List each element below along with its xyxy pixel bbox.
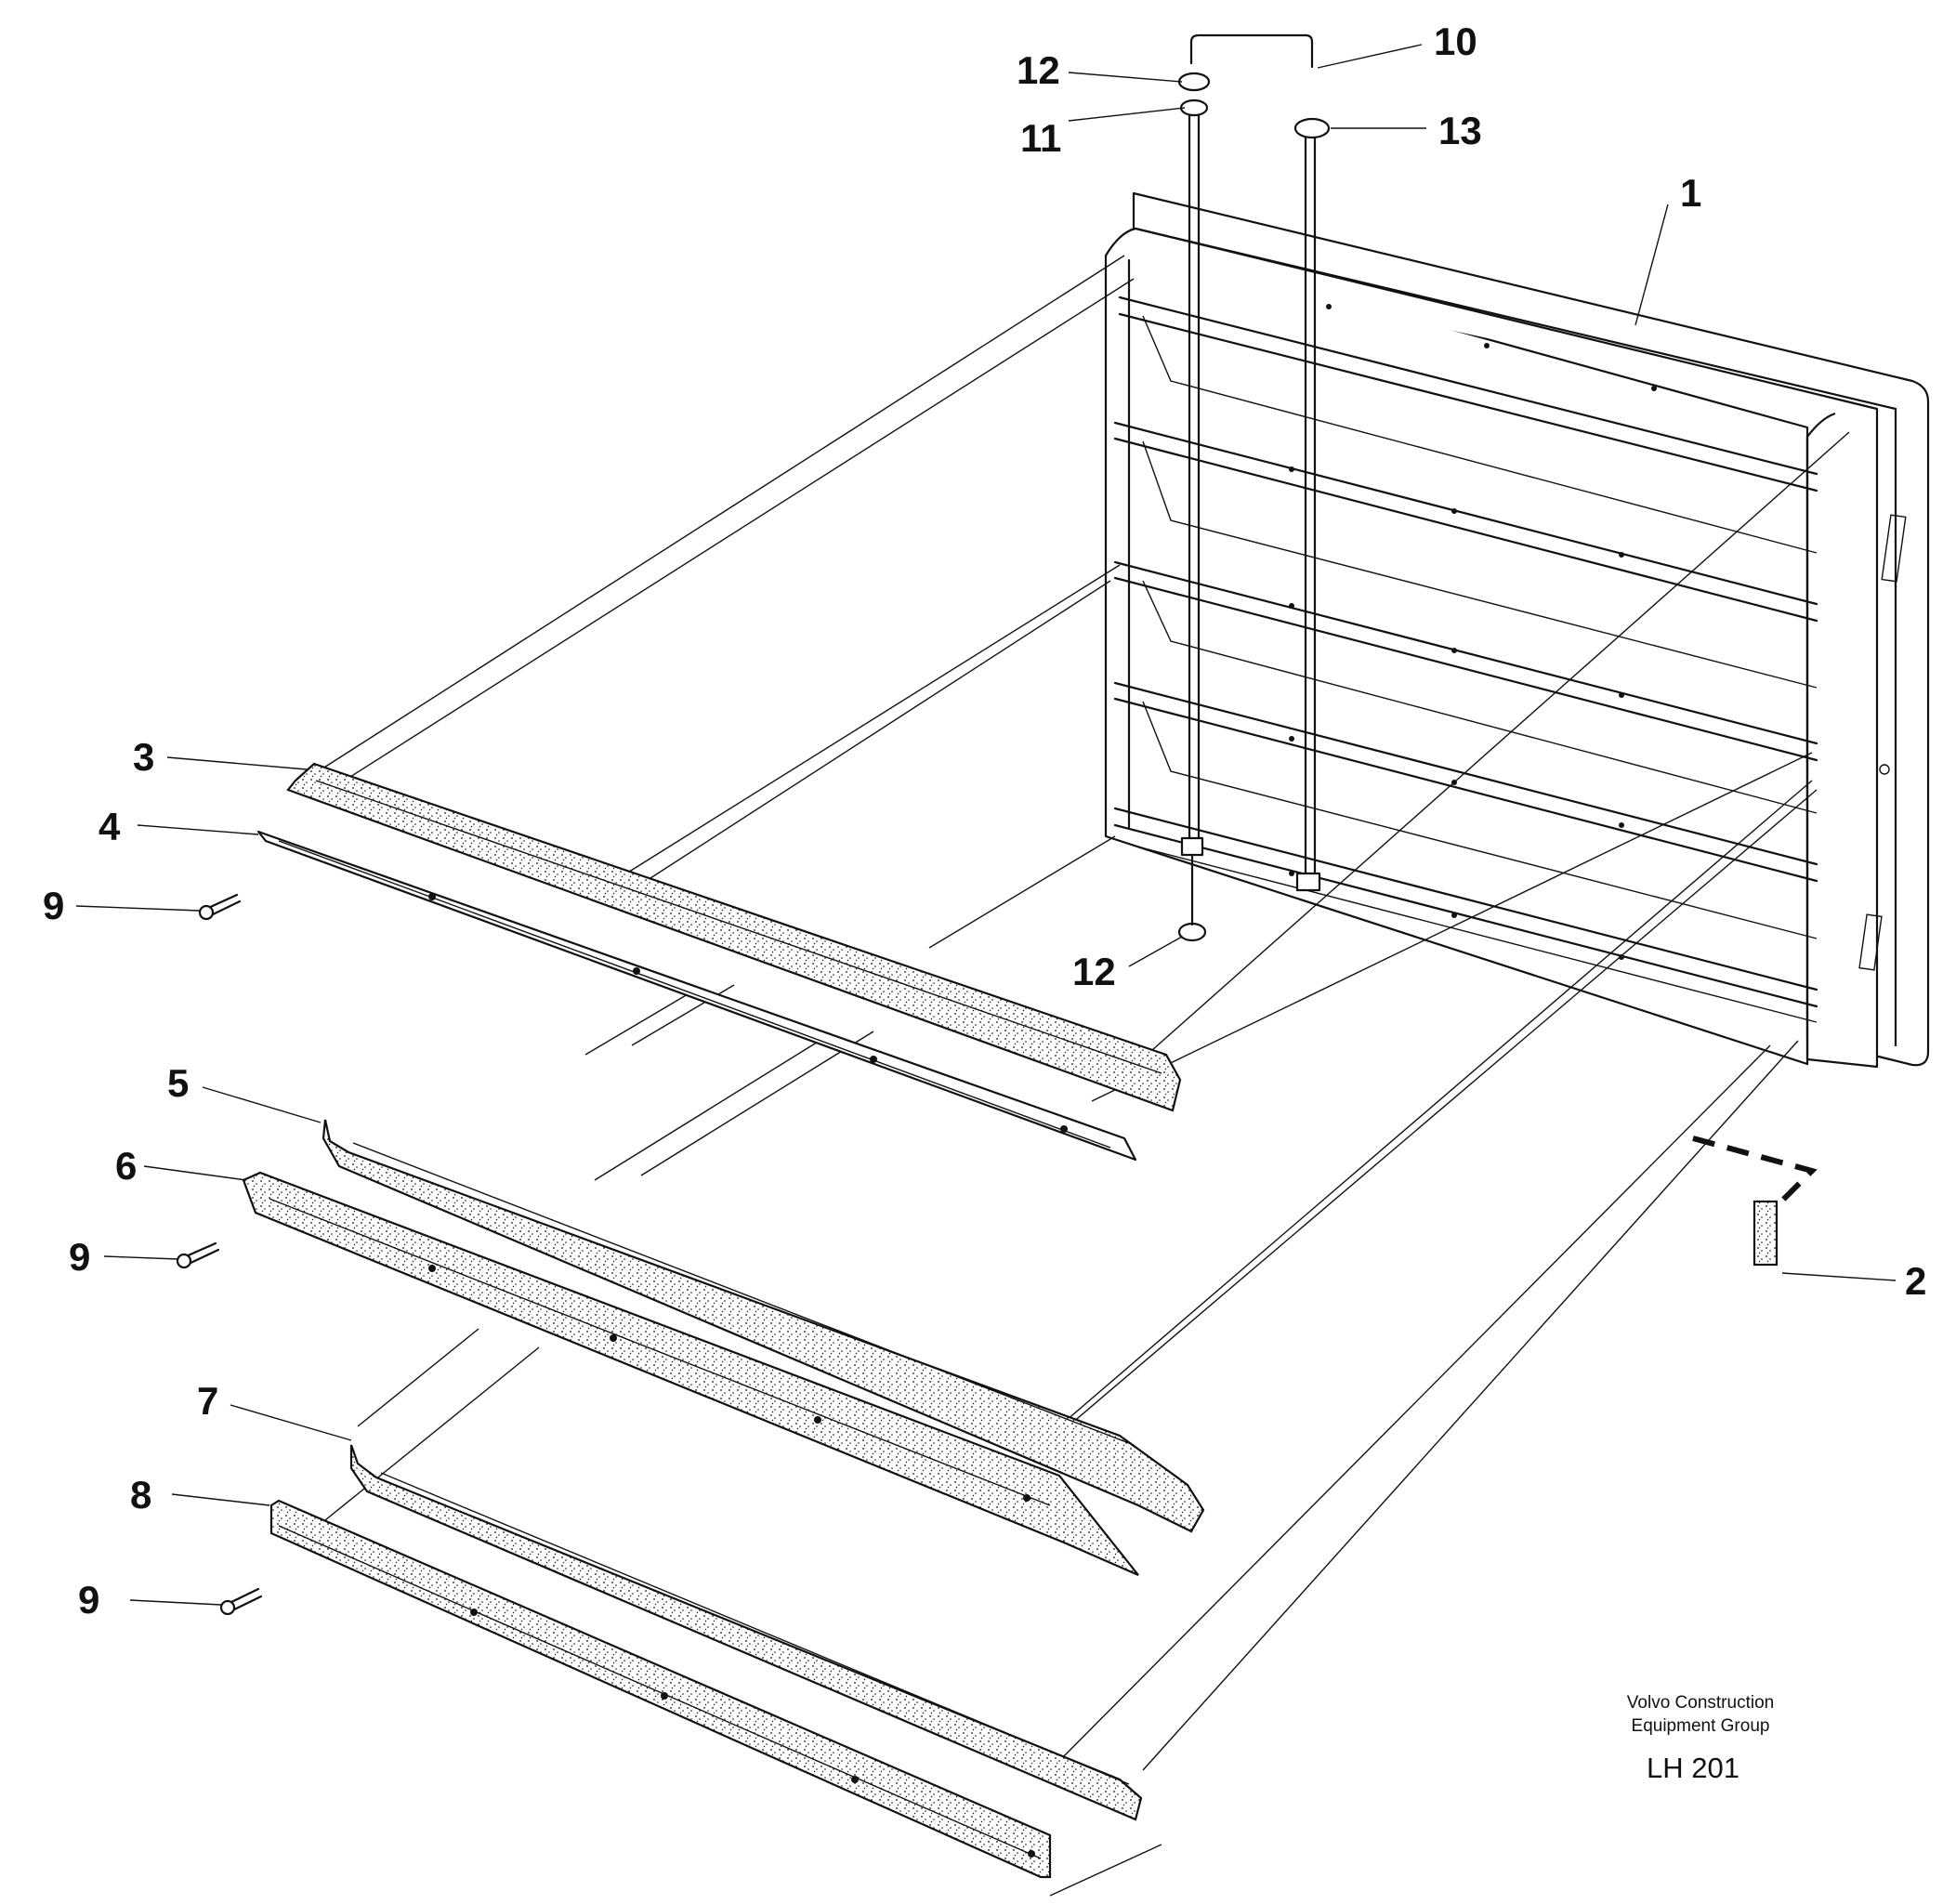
- handle-part-10: [1189, 33, 1314, 69]
- handle-assembly: [1177, 33, 1331, 942]
- callout-4: 4: [98, 805, 121, 848]
- callout-13: 13: [1438, 109, 1482, 152]
- leader-lines: [75, 44, 1897, 1606]
- callout-12-top: 12: [1017, 48, 1060, 92]
- callout-6: 6: [115, 1144, 137, 1188]
- callout-7: 7: [197, 1379, 218, 1423]
- credit-line-1: Volvo Construction: [1627, 1693, 1774, 1713]
- rod-right: [1304, 128, 1317, 875]
- rod-bracket-right: [1295, 872, 1321, 892]
- callout-labels: 1 2 3 4 5 6 7 8 9 9 9 10 11 12 12 13: [43, 20, 1926, 1622]
- callout-9-middle: 9: [69, 1235, 90, 1279]
- rod-left: [1188, 110, 1201, 843]
- callout-3: 3: [133, 735, 154, 779]
- screw-part-9-top: [198, 893, 242, 921]
- bar-part-4: [256, 830, 1137, 1162]
- credit-block: Volvo Construction Equipment Group LH 20…: [1627, 1693, 1774, 1784]
- washer-part-12-top: [1177, 72, 1211, 92]
- callout-9-top: 9: [43, 884, 64, 927]
- callout-10: 10: [1434, 20, 1477, 63]
- callout-5: 5: [167, 1061, 189, 1105]
- callout-1: 1: [1680, 171, 1701, 215]
- credit-line-2: Equipment Group: [1632, 1716, 1770, 1736]
- callout-9-bottom: 9: [78, 1578, 99, 1622]
- bar-part-8: [269, 1499, 1052, 1879]
- assembly-guide-lines: [306, 255, 1850, 1897]
- louver-slats: [1113, 295, 1818, 1023]
- screw-part-9-middle: [176, 1241, 220, 1269]
- rod-bracket-left: [1180, 836, 1204, 857]
- callout-2: 2: [1905, 1259, 1926, 1303]
- pad-part-2: [1753, 1200, 1779, 1267]
- screw-part-9-bottom: [219, 1587, 263, 1616]
- bar-part-6: [242, 1171, 1139, 1577]
- callout-8: 8: [130, 1473, 151, 1517]
- seal-part-5: [322, 1119, 1205, 1533]
- seal-part-7: [349, 1444, 1143, 1821]
- seal-part-3: [286, 762, 1182, 1112]
- callout-12-bottom: 12: [1072, 950, 1116, 993]
- washer-part-11: [1179, 98, 1209, 117]
- grommet-part-12-bottom: [1177, 922, 1207, 942]
- drawing-code: LH 201: [1647, 1752, 1739, 1784]
- callout-11: 11: [1020, 116, 1061, 160]
- frame-part-1: [1104, 191, 1930, 1069]
- grommet-part-13: [1293, 117, 1331, 139]
